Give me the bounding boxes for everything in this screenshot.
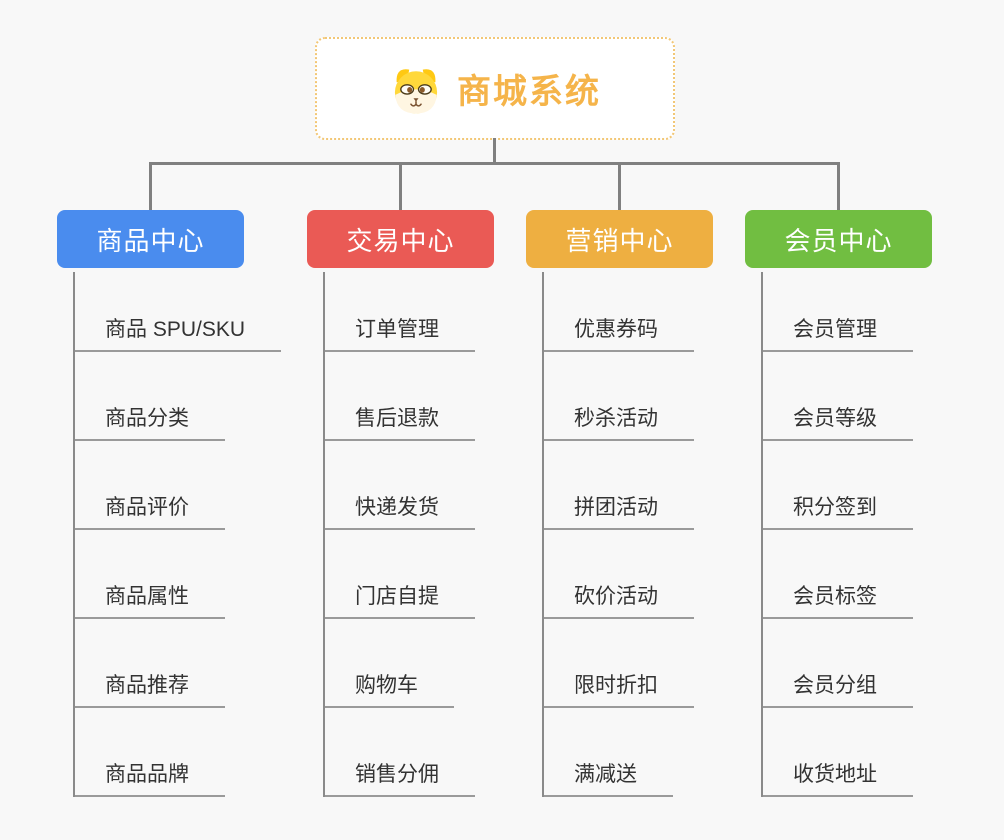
root-title: 商城系统 (457, 73, 601, 111)
branch-node[interactable]: 商品中心 (57, 210, 244, 268)
leaf-node[interactable]: 商品推荐 (75, 619, 225, 708)
leaf-node[interactable]: 积分签到 (763, 441, 913, 530)
leaf-node[interactable]: 会员标签 (763, 530, 913, 619)
leaf-node[interactable]: 满减送 (544, 708, 673, 797)
leaf-node[interactable]: 优惠券码 (544, 272, 694, 352)
branch-node[interactable]: 营销中心 (526, 210, 713, 268)
leaf-node[interactable]: 会员管理 (763, 272, 913, 352)
leaf-node[interactable]: 购物车 (325, 619, 454, 708)
leaf-node[interactable]: 秒杀活动 (544, 352, 694, 441)
branch-node[interactable]: 会员中心 (745, 210, 932, 268)
leaf-node[interactable]: 订单管理 (325, 272, 475, 352)
leaf-node[interactable]: 会员分组 (763, 619, 913, 708)
branch-会员中心: 会员中心 会员管理会员等级积分签到会员标签会员分组收货地址 (745, 210, 995, 797)
leaf-node[interactable]: 拼团活动 (544, 441, 694, 530)
branch-label: 商品中心 (96, 225, 205, 256)
leaf-node[interactable]: 销售分佣 (325, 708, 475, 797)
leaf-node[interactable]: 收货地址 (763, 708, 913, 797)
leaf-node[interactable]: 商品分类 (75, 352, 225, 441)
leaf-node[interactable]: 快递发货 (325, 441, 475, 530)
leaf-node[interactable]: 砍价活动 (544, 530, 694, 619)
leaf-node[interactable]: 商品品牌 (75, 708, 225, 797)
leaf-node[interactable]: 商品评价 (75, 441, 225, 530)
leaf-node[interactable]: 门店自提 (325, 530, 475, 619)
connector-drop-member (837, 162, 840, 210)
connector-root-stem (493, 138, 496, 165)
connector-bus (149, 162, 840, 165)
branch-label: 营销中心 (565, 225, 674, 256)
leaf-node[interactable]: 会员等级 (763, 352, 913, 441)
branch-交易中心: 交易中心 订单管理售后退款快递发货门店自提购物车销售分佣 (307, 210, 557, 797)
branch-营销中心: 营销中心 优惠券码秒杀活动拼团活动砍价活动限时折扣满减送 (526, 210, 776, 797)
connector-drop-marketing (618, 162, 621, 210)
dog-icon (394, 68, 438, 113)
leaf-node[interactable]: 售后退款 (325, 352, 475, 441)
leaf-node[interactable]: 商品 SPU/SKU (75, 272, 282, 352)
leaf-list: 优惠券码秒杀活动拼团活动砍价活动限时折扣满减送 (542, 272, 776, 797)
connector-drop-product (149, 162, 152, 210)
root-node[interactable]: 商城系统 (315, 37, 675, 140)
leaf-node[interactable]: 商品属性 (75, 530, 225, 619)
leaf-list: 订单管理售后退款快递发货门店自提购物车销售分佣 (323, 272, 557, 797)
branch-node[interactable]: 交易中心 (307, 210, 494, 268)
branch-label: 交易中心 (346, 225, 455, 256)
leaf-node[interactable]: 限时折扣 (544, 619, 694, 708)
branch-label: 会员中心 (784, 225, 893, 256)
connector-drop-trade (399, 162, 402, 210)
leaf-list: 会员管理会员等级积分签到会员标签会员分组收货地址 (761, 272, 995, 797)
